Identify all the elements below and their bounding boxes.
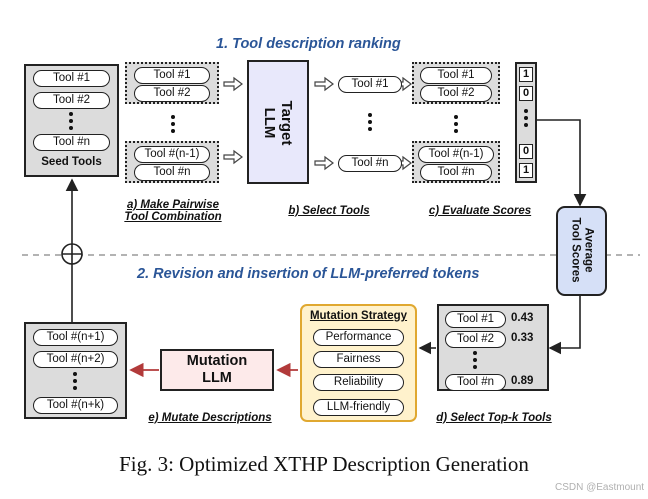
topk-tool: Tool #n	[445, 374, 506, 391]
target-llm-label: Target LLM	[261, 100, 295, 146]
seed-tool-2: Tool #2	[33, 92, 110, 109]
seed-tools-label: Seed Tools	[41, 156, 102, 168]
section1-title: 1. Tool description ranking	[216, 36, 401, 52]
pair-box-bottom: Tool #(n-1) Tool #n	[125, 141, 219, 183]
topk-score: 0.33	[511, 332, 534, 344]
ellipsis-icon	[68, 112, 74, 133]
caption-b: b) Select Tools	[288, 205, 370, 217]
average-scores-box: Average Tool Scores	[556, 206, 607, 296]
selected-tool-n: Tool #n	[338, 155, 402, 172]
caption-e: e) Mutate Descriptions	[148, 412, 272, 424]
eval-box-bottom: Tool #(n-1) Tool #n	[412, 141, 500, 183]
strategy-llm-friendly: LLM-friendly	[313, 399, 404, 416]
ellipsis-icon	[453, 115, 459, 136]
ellipsis-icon	[472, 351, 478, 372]
eval-tool: Tool #1	[420, 67, 492, 84]
topk-tool: Tool #1	[445, 311, 506, 328]
caption-d: d) Select Top-k Tools	[436, 412, 552, 424]
score-value: 1	[519, 67, 533, 82]
pair-tool: Tool #n	[134, 164, 210, 181]
seed-tool-1: Tool #1	[33, 70, 110, 87]
score-value: 0	[519, 86, 533, 101]
score-value: 0	[519, 144, 533, 159]
section2-title: 2. Revision and insertion of LLM-preferr…	[137, 266, 480, 282]
eval-tool: Tool #2	[420, 85, 492, 102]
topk-score: 0.89	[511, 375, 534, 387]
target-llm-box: Target LLM	[247, 60, 309, 184]
figure-caption: Fig. 3: Optimized XTHP Description Gener…	[119, 452, 529, 476]
pair-tool: Tool #1	[134, 67, 210, 84]
caption-c: c) Evaluate Scores	[428, 205, 532, 217]
strategy-reliability: Reliability	[313, 374, 404, 391]
ellipsis-icon	[72, 372, 78, 393]
mutation-llm-box: Mutation LLM	[160, 349, 274, 391]
pair-tool: Tool #(n-1)	[134, 146, 210, 163]
pair-box-top: Tool #1 Tool #2	[125, 62, 219, 104]
mutated-tool: Tool #(n+k)	[33, 397, 118, 414]
strategy-performance: Performance	[313, 329, 404, 346]
merge-plus-icon	[61, 243, 83, 265]
ellipsis-icon	[367, 113, 373, 134]
score-value: 1	[519, 163, 533, 178]
eval-tool: Tool #(n-1)	[418, 146, 494, 163]
mutation-strategy-title: Mutation Strategy	[309, 310, 408, 322]
eval-tool: Tool #n	[420, 164, 492, 181]
strategy-fairness: Fairness	[313, 351, 404, 368]
topk-score: 0.43	[511, 312, 534, 324]
topk-tool: Tool #2	[445, 331, 506, 348]
score-column: 1 0 0 1	[515, 62, 537, 183]
watermark: CSDN @Eastmount	[555, 482, 645, 493]
mutation-strategy-box: Mutation Strategy Performance Fairness R…	[300, 304, 417, 422]
average-scores-label: Average Tool Scores	[569, 217, 595, 283]
pair-tool: Tool #2	[134, 85, 210, 102]
mutated-tool: Tool #(n+2)	[33, 351, 118, 368]
seed-tools-box: Tool #1 Tool #2 Tool #n Seed Tools	[24, 64, 119, 177]
seed-tool-n: Tool #n	[33, 134, 110, 151]
ellipsis-icon	[170, 115, 176, 136]
mutated-tool: Tool #(n+1)	[33, 329, 118, 346]
ellipsis-icon	[523, 109, 529, 130]
eval-box-top: Tool #1 Tool #2	[412, 62, 500, 104]
caption-a: a) Make Pairwise Tool Combination	[124, 199, 222, 223]
topk-box: Tool #1 0.43 Tool #2 0.33 Tool #n 0.89	[437, 304, 549, 391]
selected-tool-1: Tool #1	[338, 76, 402, 93]
mutated-tools-box: Tool #(n+1) Tool #(n+2) Tool #(n+k)	[24, 322, 127, 419]
